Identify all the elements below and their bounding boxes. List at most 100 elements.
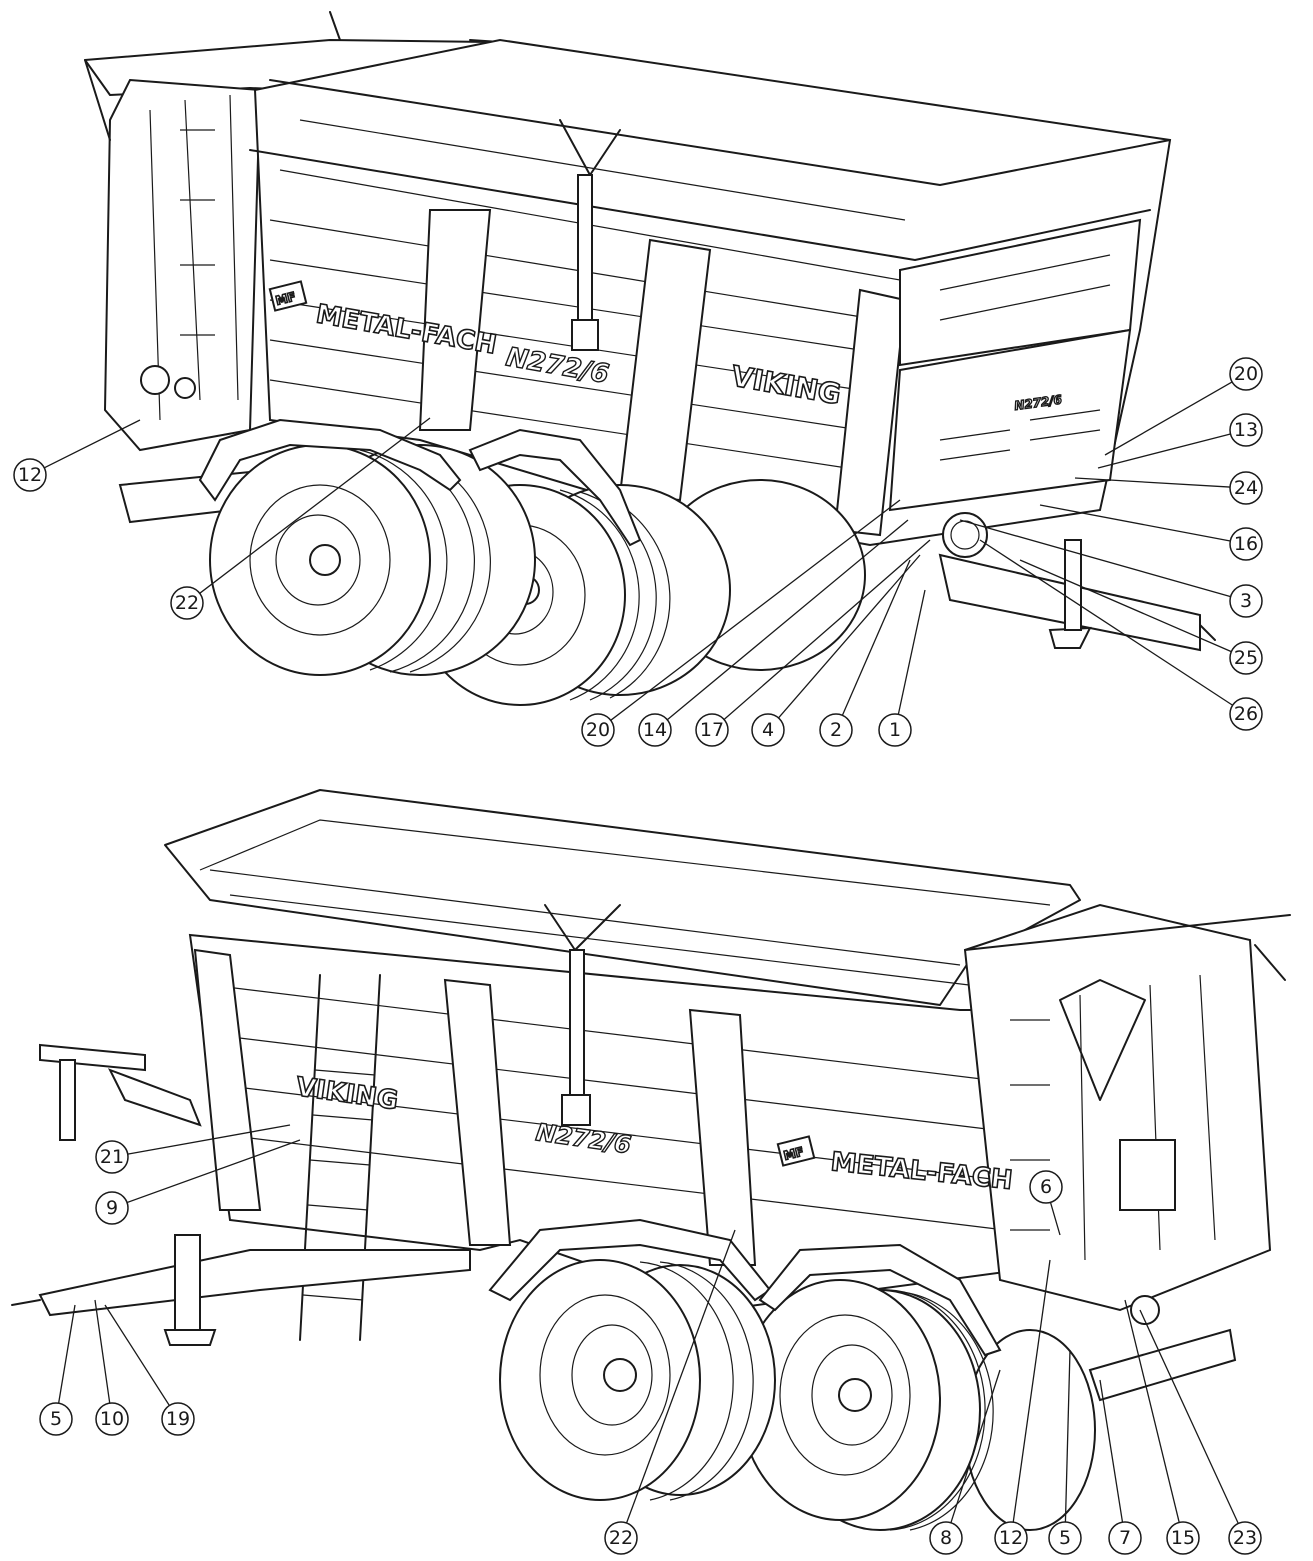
bottom-callout-circle (604, 1521, 638, 1555)
top-callout-16: 16 (1229, 527, 1263, 561)
bottom-callout-label: 5 (50, 1408, 62, 1430)
top-callout-20: 20 (581, 713, 615, 747)
top-callout-4: 4 (751, 713, 785, 747)
top-callout-label: 14 (643, 719, 667, 741)
top-callout-circle (1229, 697, 1263, 731)
bottom-callout-label: 21 (100, 1146, 124, 1168)
bottom-callout-circle (95, 1402, 129, 1436)
bottom-leader-line (1049, 1202, 1061, 1236)
top-callout-circle (638, 713, 672, 747)
top-leader-line (1104, 381, 1233, 456)
top-callout-circle (13, 458, 47, 492)
top-logo-mark: MF (274, 289, 297, 307)
top-callout-label: 25 (1234, 647, 1258, 669)
top-callout-24: 24 (1229, 471, 1263, 505)
top-callout-label: 1 (889, 719, 901, 741)
top-callout-26: 26 (1229, 697, 1263, 731)
top-wheels (209, 444, 866, 706)
bottom-callout-label: 19 (166, 1408, 190, 1430)
top-leader-line (1097, 433, 1231, 469)
bottom-callout-6: 6 (1029, 1170, 1063, 1204)
top-callout-circle (170, 586, 204, 620)
top-leader-line (1019, 559, 1232, 653)
bottom-leader-line (57, 1304, 76, 1404)
bottom-callout-label: 8 (940, 1527, 952, 1549)
bottom-callout-label: 10 (100, 1408, 124, 1430)
top-callout-label: 22 (175, 592, 199, 614)
top-callout-2: 2 (819, 713, 853, 747)
top-leader-line (610, 499, 901, 721)
top-leader-line (959, 519, 1231, 598)
bottom-callout-circle (95, 1191, 129, 1225)
bottom-leader-line (1012, 1259, 1051, 1523)
top-callout-circle (1229, 471, 1263, 505)
bottom-callout-label: 5 (1059, 1527, 1071, 1549)
top-callout-22: 22 (170, 586, 204, 620)
bottom-callout-10: 10 (95, 1402, 129, 1436)
top-callout-label: 20 (1234, 363, 1258, 385)
top-callout-17: 17 (695, 713, 729, 747)
bottom-leader-line (1124, 1299, 1180, 1523)
top-callout-label: 12 (18, 464, 42, 486)
top-callout-circle (1229, 413, 1263, 447)
top-leader-line (199, 417, 431, 594)
bottom-callout-circle (1048, 1521, 1082, 1555)
bottom-callout-label: 12 (999, 1527, 1023, 1549)
top-callout-13: 13 (1229, 413, 1263, 447)
top-callout-circle (581, 713, 615, 747)
bottom-callout-circle (929, 1521, 963, 1555)
bottom-callout-label: 15 (1171, 1527, 1195, 1549)
bottom-leader-line (950, 1369, 1001, 1523)
top-leader-line (723, 539, 931, 720)
bottom-callout-label: 6 (1040, 1176, 1052, 1198)
top-callout-label: 16 (1234, 533, 1258, 555)
top-callout-circle (1229, 357, 1263, 391)
bottom-leader-line (1099, 1379, 1124, 1523)
top-leader-line (979, 539, 1233, 706)
top-leader-line (841, 559, 911, 716)
bottom-callout-23: 23 (1228, 1521, 1262, 1555)
top-callout-circle (878, 713, 912, 747)
bottom-leader-line (127, 1124, 291, 1155)
top-callout-label: 20 (586, 719, 610, 741)
top-spreader-view: MF METAL-FACH N272/6 VIKING N272/6 (84, 11, 1216, 706)
bottom-callout-circle (994, 1521, 1028, 1555)
bottom-logo-mark: MF (782, 1144, 805, 1162)
bottom-callout-5: 5 (39, 1402, 73, 1436)
bottom-callout-circle (1228, 1521, 1262, 1555)
bottom-leader-line (126, 1139, 301, 1204)
top-callout-circle (695, 713, 729, 747)
bottom-leader-line (1064, 1349, 1071, 1523)
top-callout-circle (1229, 641, 1263, 675)
top-callout-3: 3 (1229, 584, 1263, 618)
top-leader-line (1039, 504, 1231, 542)
bottom-callout-22: 22 (604, 1521, 638, 1555)
top-leader-line (778, 554, 921, 719)
bottom-callout-circle (1166, 1521, 1200, 1555)
top-callout-label: 24 (1234, 477, 1258, 499)
top-callout-12: 12 (13, 458, 47, 492)
top-callout-label: 17 (700, 719, 724, 741)
bottom-callout-12: 12 (994, 1521, 1028, 1555)
bottom-wheels (499, 1259, 1096, 1531)
bottom-callout-circle (161, 1402, 195, 1436)
bottom-callout-circle (1108, 1521, 1142, 1555)
top-leader-line (1074, 477, 1231, 488)
bottom-callout-9: 9 (95, 1191, 129, 1225)
top-callout-label: 3 (1240, 590, 1252, 612)
top-callout-label: 26 (1234, 703, 1258, 725)
top-callout-label: 2 (830, 719, 842, 741)
bottom-callout-19: 19 (161, 1402, 195, 1436)
top-callout-14: 14 (638, 713, 672, 747)
top-leader-line (44, 419, 141, 469)
bottom-callout-label: 9 (106, 1197, 118, 1219)
top-callout-25: 25 (1229, 641, 1263, 675)
top-callout-20: 20 (1229, 357, 1263, 391)
bottom-leader-line (94, 1299, 111, 1404)
bottom-leader-line (625, 1229, 736, 1524)
top-callout-label: 4 (762, 719, 774, 741)
top-leader-line (897, 589, 926, 715)
top-callout-label: 13 (1234, 419, 1258, 441)
top-leader-line (666, 519, 909, 721)
